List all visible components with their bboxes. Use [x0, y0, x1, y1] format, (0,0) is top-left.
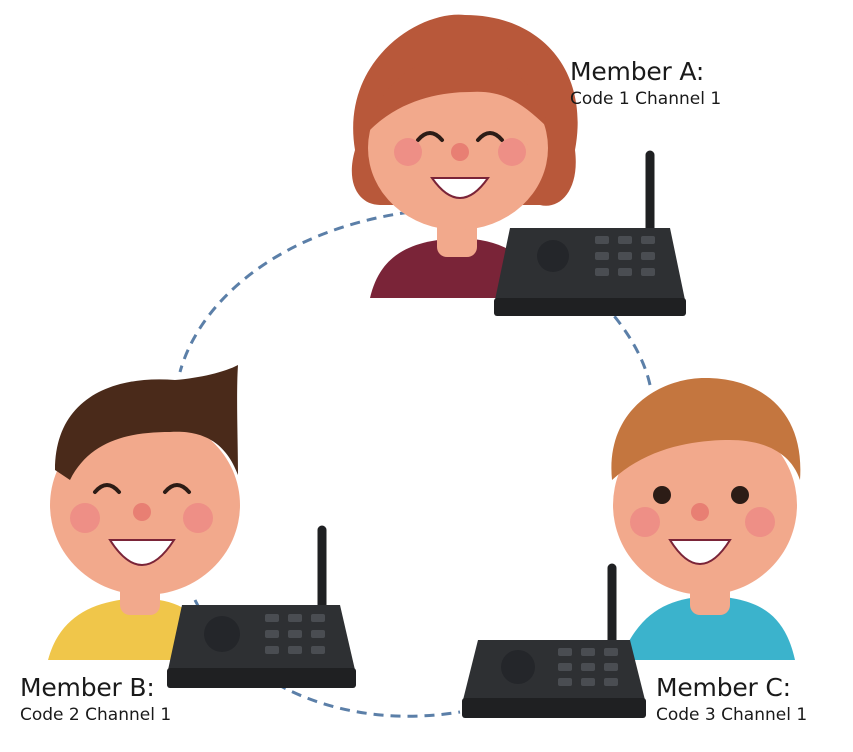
member-a-code: Code 1 Channel 1: [570, 88, 722, 109]
member-b-cheek-right: [183, 503, 213, 533]
member-b-speaker: [204, 616, 240, 652]
member-c-nose: [691, 503, 709, 521]
member-b-name: Member B:: [20, 673, 155, 702]
member-a-eye-left: [416, 131, 444, 142]
member-b-mouth: [108, 539, 176, 566]
member-b-code: Code 2 Channel 1: [20, 704, 172, 725]
member-b-keypad: [265, 614, 325, 654]
member-c-name: Member C:: [656, 673, 791, 702]
member-a-fringe: [370, 57, 548, 130]
member-a-nose: [451, 143, 469, 161]
member-a-intercom-device: [494, 150, 686, 316]
member-a-mouth: [430, 177, 490, 199]
member-a-cheek-right: [498, 138, 526, 166]
member-a-cheek-left: [394, 138, 422, 166]
member-c-keypad: [558, 648, 618, 686]
member-a-device-body: [495, 228, 685, 300]
member-c-code: Code 3 Channel 1: [656, 704, 808, 725]
member-b-eye-right: [163, 483, 191, 494]
member-b-device-body: [168, 605, 355, 670]
member-a-eye-right: [476, 131, 504, 142]
member-b-nose: [133, 503, 151, 521]
member-b-shirt: [48, 598, 210, 660]
member-c-speaker: [501, 650, 535, 684]
member-c-shirt: [620, 596, 795, 660]
member-c-cheek-left: [630, 507, 660, 537]
member-c-figure: [611, 378, 801, 660]
member-a-label: Member A: Code 1 Channel 1: [570, 58, 721, 108]
member-c-label: Member C: Code 3 Channel 1: [656, 674, 807, 724]
member-a-keypad: [595, 236, 655, 276]
member-b-figure: [48, 365, 240, 660]
member-b-hair: [55, 365, 238, 480]
member-b-eye-left: [93, 483, 121, 494]
member-c-eye-left: [653, 486, 671, 504]
member-c-eye-right: [731, 486, 749, 504]
member-b-label: Member B: Code 2 Channel 1: [20, 674, 171, 724]
member-a-figure: [351, 14, 578, 298]
member-b-intercom-device: [167, 525, 356, 688]
member-c-cheek-right: [745, 507, 775, 537]
member-a-name: Member A:: [570, 57, 705, 86]
member-c-mouth: [668, 539, 732, 565]
member-c-hair: [611, 378, 801, 480]
member-b-cheek-left: [70, 503, 100, 533]
member-a-speaker: [537, 240, 569, 272]
member-c-intercom-device: [462, 563, 646, 718]
